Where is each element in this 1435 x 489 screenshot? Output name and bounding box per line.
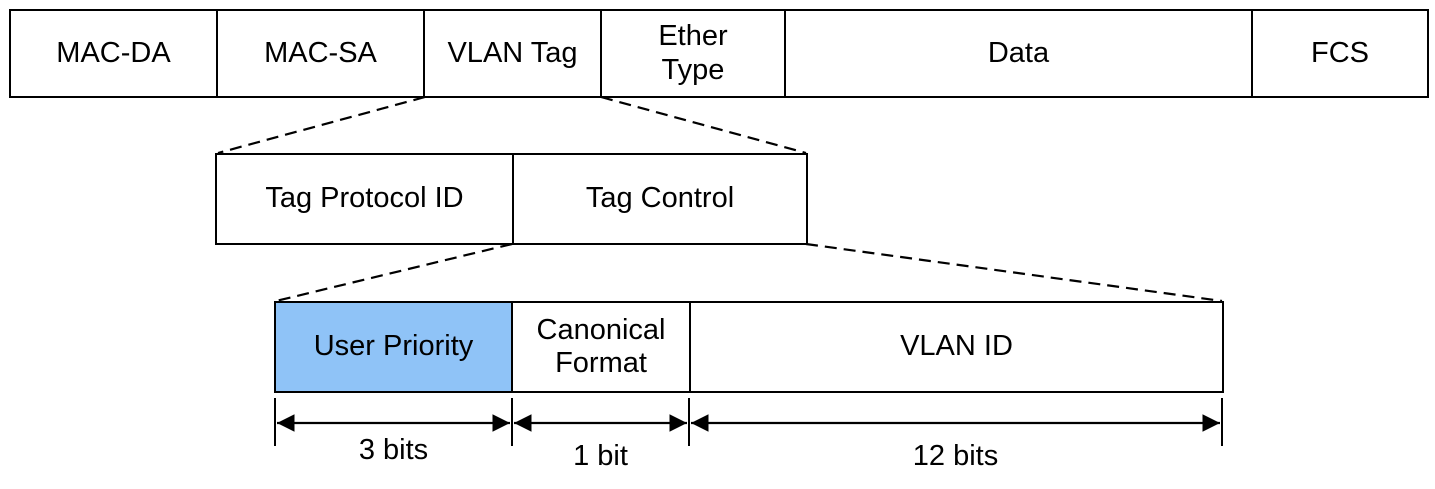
field-user-priority: User Priority	[276, 303, 513, 391]
field-mac-sa: MAC-SA	[218, 11, 425, 96]
bit-label-canonical-format: 1 bit	[573, 440, 628, 472]
tag-control-row: User Priority Canonical Format VLAN ID	[274, 301, 1224, 393]
field-data: Data	[786, 11, 1253, 96]
field-canonical-format: Canonical Format	[513, 303, 691, 391]
expand-line-right-1	[600, 95, 807, 155]
field-vlan-id: VLAN ID	[900, 330, 1013, 363]
expand-line-right-2	[805, 242, 1223, 303]
field-fcs: FCS	[1311, 36, 1369, 69]
field-vlan-tag: VLAN Tag	[425, 11, 602, 96]
bit-label-vlan-id: 12 bits	[912, 440, 999, 472]
field-mac-da: MAC-DA	[11, 11, 218, 96]
field-tag-protocol-id: Tag Protocol ID	[217, 155, 514, 243]
field-tag-control: Tag Control	[585, 182, 735, 215]
ethernet-frame-row: MAC-DA MAC-SA VLAN Tag Ether Type Data F…	[9, 9, 1429, 98]
expand-line-left-1	[217, 95, 426, 155]
vlan-tag-row: Tag Protocol ID Tag Control	[215, 153, 808, 245]
expand-line-left-2	[275, 242, 513, 303]
field-ether-type: Ether Type	[602, 11, 786, 96]
bit-label-user-priority: 3 bits	[358, 434, 429, 466]
